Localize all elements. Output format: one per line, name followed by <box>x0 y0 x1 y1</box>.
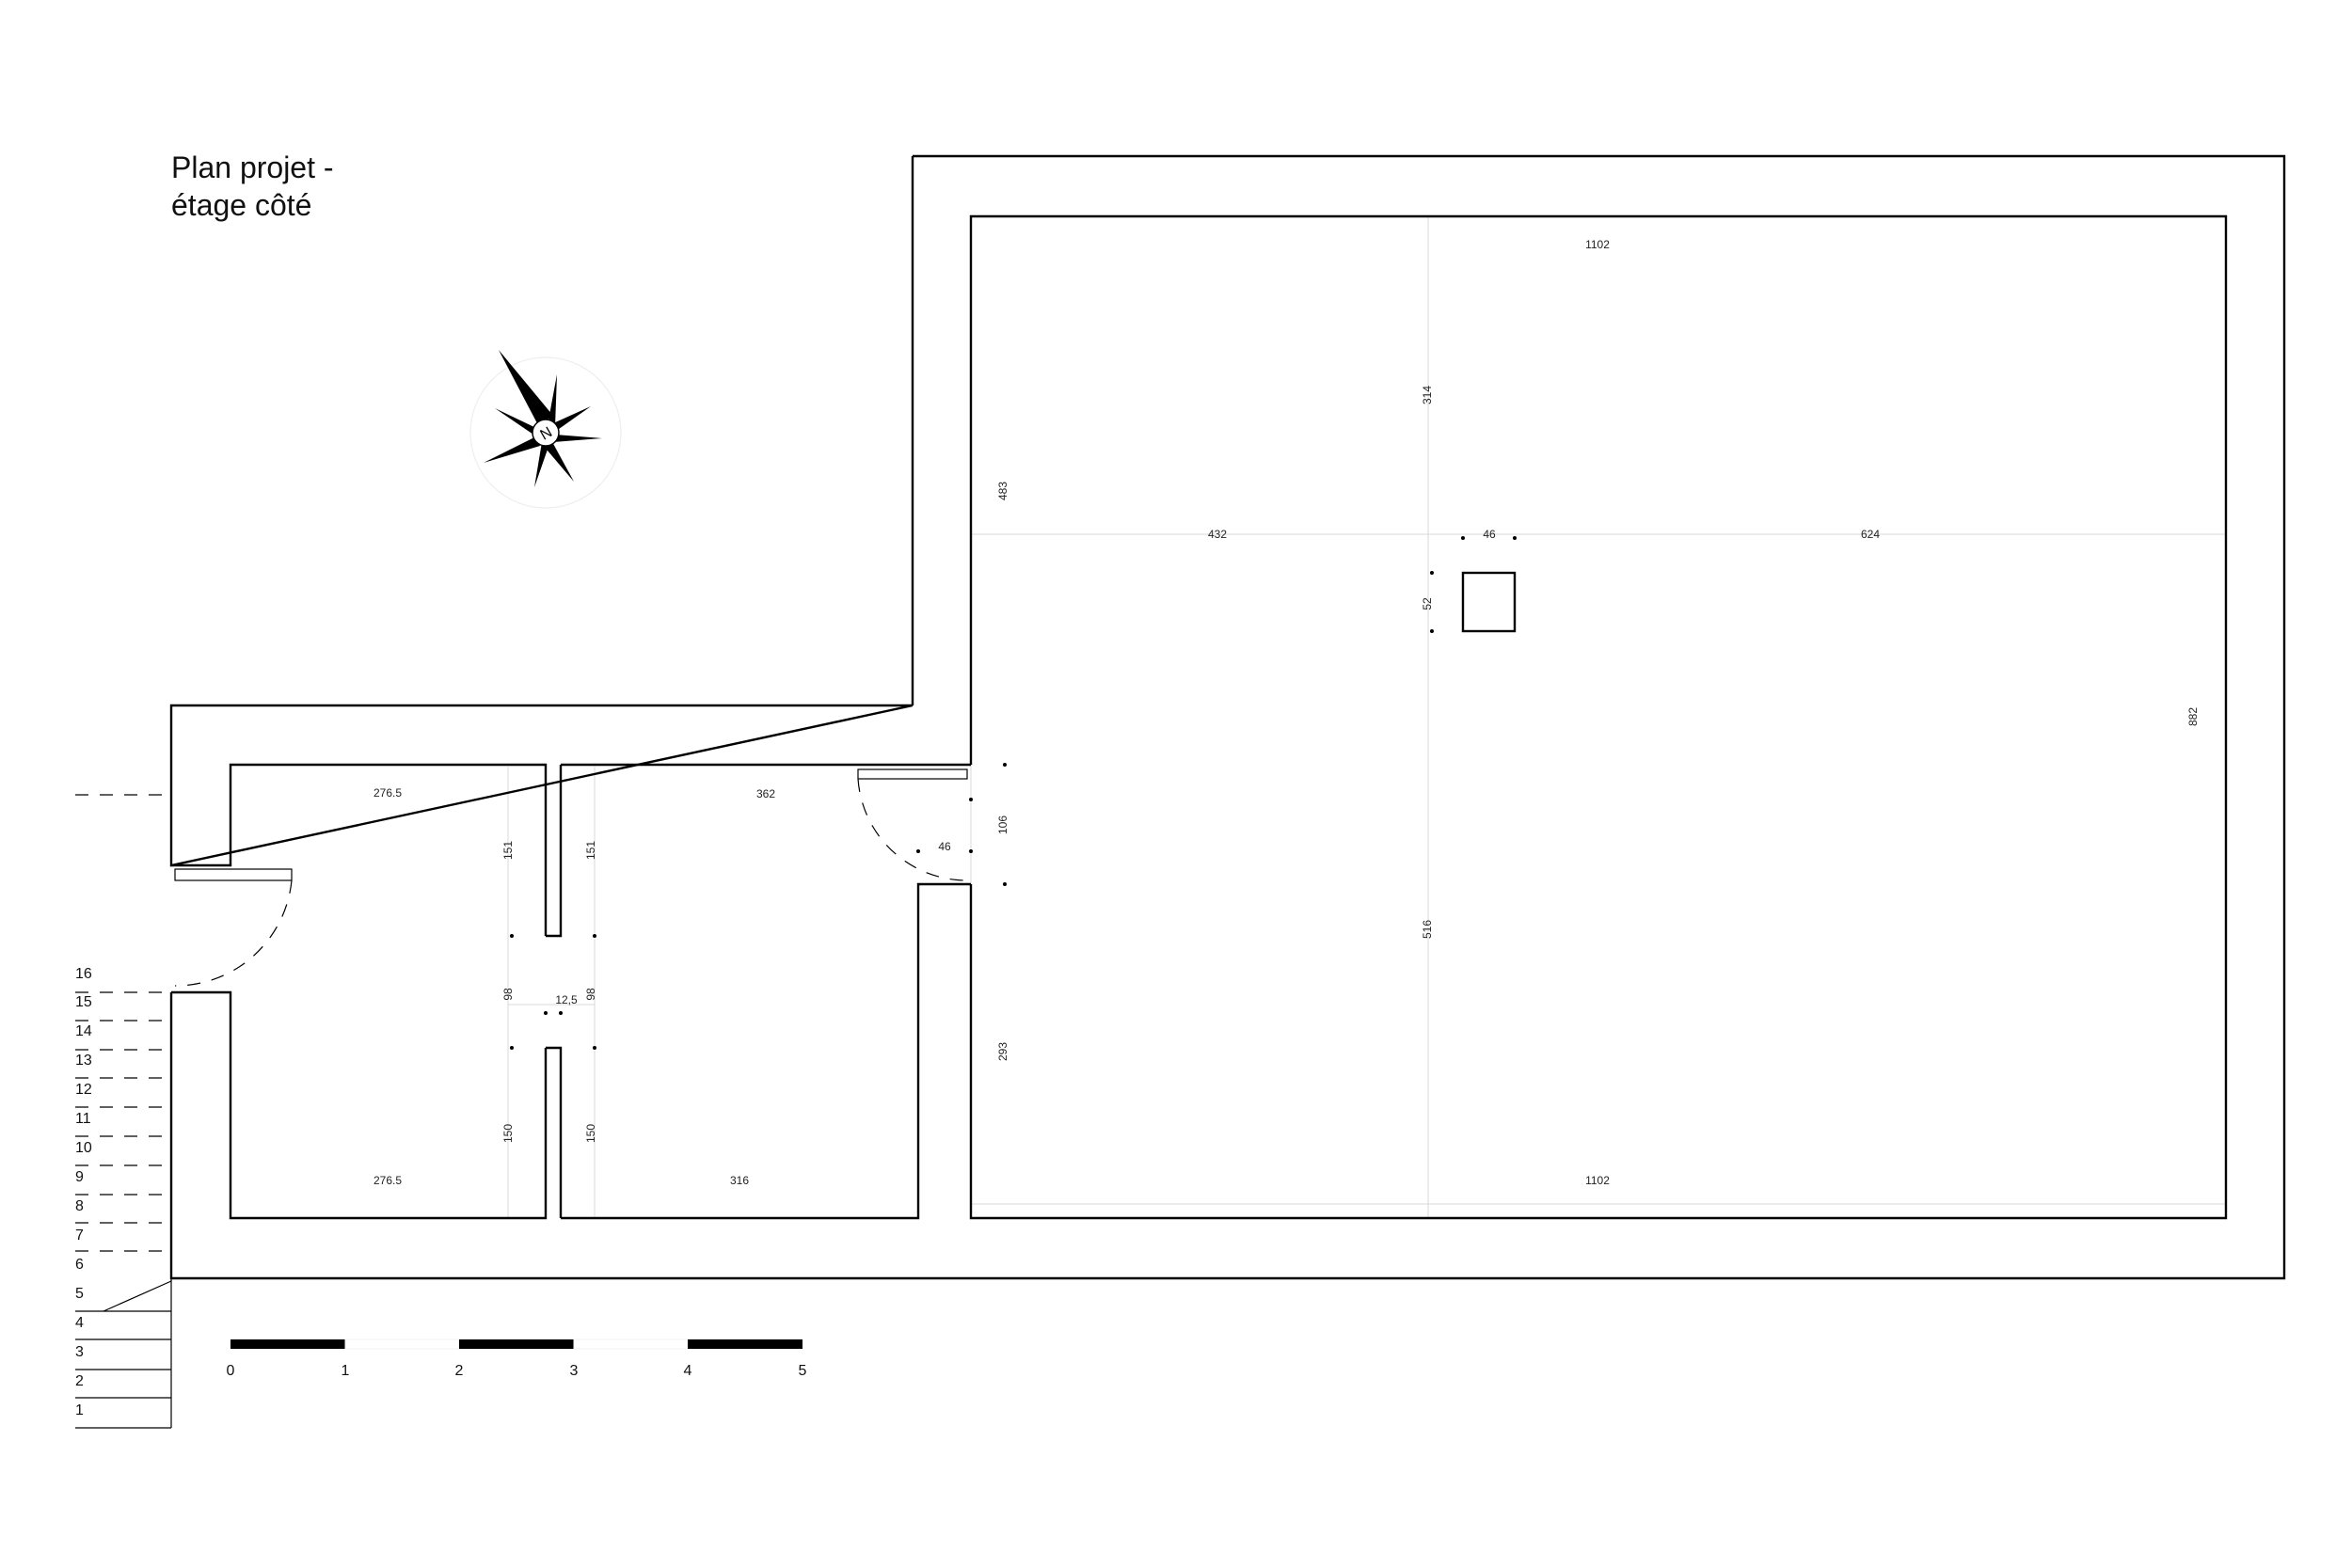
dim-pillar-depth: 52 <box>1421 597 1434 610</box>
plan-title: Plan projet - étage côté <box>171 149 334 224</box>
plan-title-line-1: Plan projet - <box>171 150 334 184</box>
stair-step-14: 14 <box>75 1023 92 1039</box>
stair-step-3: 3 <box>75 1344 84 1360</box>
stair-step-2: 2 <box>75 1373 84 1389</box>
dimension-ticks <box>510 536 1517 1050</box>
pillar <box>1461 571 1517 633</box>
dim-partition-upper-right: 151 <box>584 841 597 860</box>
stair-step-5: 5 <box>75 1286 84 1302</box>
dim-left-to-pillar: 432 <box>1208 528 1227 541</box>
dim-lower-left-height: 293 <box>996 1042 1009 1061</box>
dim-main-top: 1102 <box>1585 238 1610 251</box>
stair-step-13: 13 <box>75 1053 92 1069</box>
dim-upper-left-height: 483 <box>996 482 1009 500</box>
stair-step-11: 11 <box>75 1111 91 1127</box>
room-2-wall <box>561 763 971 1220</box>
dim-pillar-to-right: 624 <box>1861 528 1880 541</box>
dim-partition-lower-right: 150 <box>584 1124 597 1143</box>
scale-bar: 0 1 2 3 4 5 <box>227 1338 807 1379</box>
door-entrance <box>174 868 293 987</box>
main-room-wall <box>969 214 2228 1220</box>
stair-step-6: 6 <box>75 1257 84 1273</box>
dim-room-2-bottom: 316 <box>730 1174 749 1187</box>
scale-label-2: 2 <box>455 1363 464 1379</box>
stair-step-1: 1 <box>75 1402 84 1418</box>
stair-step-4: 4 <box>75 1315 84 1331</box>
door-main-room <box>857 768 968 881</box>
stair-step-15: 15 <box>75 994 92 1010</box>
stair-step-10: 10 <box>75 1140 92 1156</box>
dim-room-1-top: 276.5 <box>373 786 402 800</box>
staircase: 16 15 14 13 12 11 10 9 8 7 6 5 4 3 2 1 <box>75 794 172 1429</box>
dim-main-height: 882 <box>2186 707 2200 726</box>
dim-pillar-width: 46 <box>1483 528 1496 541</box>
dim-door-wall: 46 <box>938 840 951 853</box>
dim-partition-lower-left: 150 <box>501 1124 515 1143</box>
dim-main-bottom: 1102 <box>1585 1174 1610 1187</box>
scale-label-0: 0 <box>227 1363 235 1379</box>
dim-room-2-top: 362 <box>756 787 775 800</box>
stair-step-8: 8 <box>75 1198 84 1214</box>
partition-wall <box>546 765 563 1218</box>
scale-label-4: 4 <box>684 1363 692 1379</box>
dim-door-opening: 106 <box>996 816 1009 834</box>
dim-partition-thickness: 12,5 <box>555 993 578 1006</box>
scale-label-3: 3 <box>570 1363 579 1379</box>
dimension-labels: 1102 1102 432 624 46 276.5 276.5 362 316… <box>373 238 2200 1187</box>
room-1-wall <box>171 763 548 1220</box>
stair-step-12: 12 <box>75 1082 92 1098</box>
dim-pillar-bottom: 516 <box>1421 920 1434 939</box>
stair-step-7: 7 <box>75 1227 84 1243</box>
dim-partition-opening-right: 98 <box>584 988 597 1001</box>
scale-label-5: 5 <box>799 1363 807 1379</box>
plan-title-line-2: étage côté <box>171 188 312 222</box>
guide-lines <box>507 216 2225 1218</box>
dim-partition-opening-left: 98 <box>501 988 515 1001</box>
dim-pillar-top: 314 <box>1421 386 1434 404</box>
stair-step-9: 9 <box>75 1169 84 1185</box>
dim-partition-upper-left: 151 <box>501 841 515 860</box>
north-arrow-icon: N <box>469 350 622 509</box>
dim-room-1-bottom: 276.5 <box>373 1174 402 1187</box>
scale-label-1: 1 <box>342 1363 350 1379</box>
stair-step-16: 16 <box>75 966 92 982</box>
outer-wall <box>169 154 2286 1280</box>
